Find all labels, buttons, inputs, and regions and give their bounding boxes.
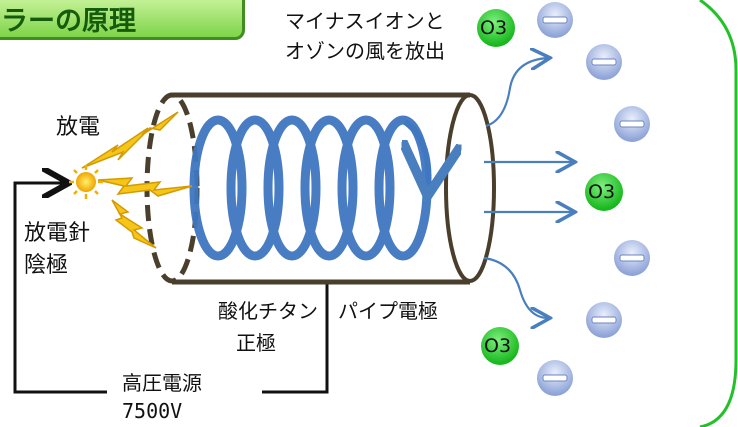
oxide-label-line2: 正極 — [236, 331, 276, 355]
outflow-arrows — [483, 58, 573, 318]
oxide-label-line1: 酸化チタン — [218, 299, 318, 323]
discharge-lightning — [81, 111, 193, 249]
power-label-line1: 高圧電源 — [122, 371, 202, 395]
ozone-label: O3 — [484, 335, 512, 357]
coil-end-arrow — [405, 119, 429, 190]
pipe-electrode-label: パイプ電極 — [338, 299, 438, 323]
ion-icon — [586, 302, 622, 338]
ion-icon — [586, 44, 622, 80]
needle-spark-icon — [69, 165, 103, 199]
ion-icon — [614, 106, 650, 142]
ozone-icon — [481, 327, 519, 365]
ion-icon — [537, 360, 573, 396]
title-text: ラーの原理 — [1, 6, 136, 37]
cylinder-end-right — [444, 93, 496, 283]
speech-bubble-border — [699, 0, 738, 427]
power-label-line2: 7500V — [122, 399, 183, 423]
ion-icon — [614, 240, 650, 276]
ozone-label: O3 — [588, 181, 616, 203]
ion-icon — [537, 2, 573, 38]
needle-label-line1: 放電針 — [24, 221, 91, 246]
ozone-icon — [585, 173, 623, 211]
emit-label-line2: オゾンの風を放出 — [285, 39, 445, 63]
titanium-coil — [189, 115, 432, 261]
ozone-label: O3 — [480, 17, 508, 39]
needle-label-line2: 陰極 — [24, 253, 69, 278]
ozone-icon — [477, 9, 515, 47]
discharge-label: 放電 — [56, 115, 101, 140]
title-tab: ラーの原理 — [0, 0, 245, 40]
emit-label-line1: マイナスイオンと — [285, 9, 445, 33]
circuit-wire — [13, 183, 329, 394]
minus-ions — [537, 2, 650, 396]
ozone-molecules — [477, 9, 623, 365]
